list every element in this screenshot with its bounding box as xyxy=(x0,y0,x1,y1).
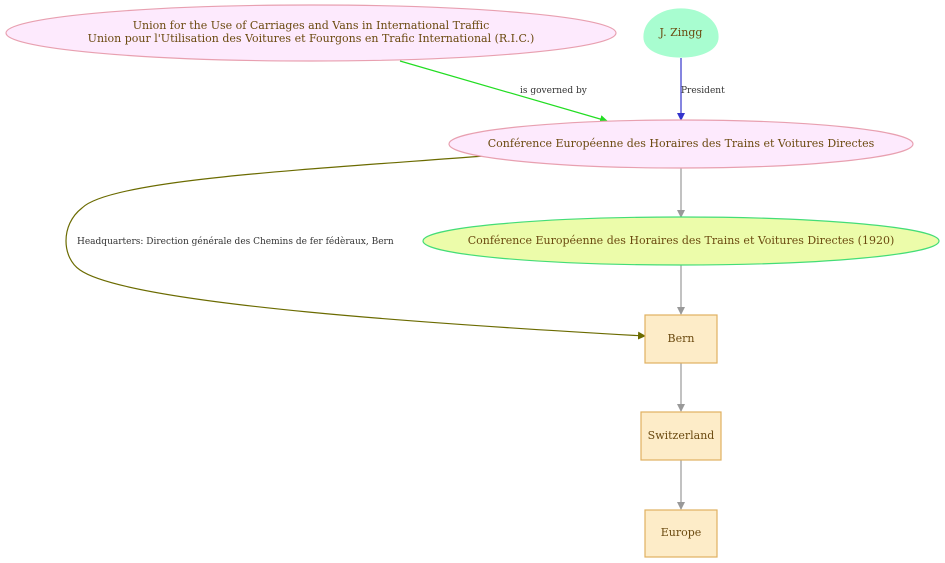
edge-president: President xyxy=(677,58,725,121)
node-conference-label: Conférence Européenne des Horaires des T… xyxy=(488,137,875,150)
node-j-zingg-label: J. Zingg xyxy=(659,26,703,39)
edge-headquarters: Headquarters: Direction générale des Che… xyxy=(65,155,646,340)
node-conference-1920[interactable]: Conférence Européenne des Horaires des T… xyxy=(422,216,940,266)
node-europe[interactable]: Europe xyxy=(644,509,718,558)
node-ric-label-fr: Union pour l'Utilisation des Voitures et… xyxy=(88,32,535,45)
node-switzerland-label: Switzerland xyxy=(648,429,715,442)
node-j-zingg[interactable]: J. Zingg xyxy=(643,8,719,58)
node-conference[interactable]: Conférence Européenne des Horaires des T… xyxy=(448,119,914,169)
node-bern-label: Bern xyxy=(668,332,695,345)
node-conference-1920-label: Conférence Européenne des Horaires des T… xyxy=(468,234,895,247)
edge-label-is-governed-by: is governed by xyxy=(520,86,588,96)
node-ric-label-en: Union for the Use of Carriages and Vans … xyxy=(133,19,490,32)
edge-label-headquarters: Headquarters: Direction générale des Che… xyxy=(77,236,394,247)
edge-label-president: President xyxy=(681,86,725,96)
node-europe-label: Europe xyxy=(661,526,702,539)
node-bern[interactable]: Bern xyxy=(644,314,718,364)
node-ric[interactable]: Union for the Use of Carriages and Vans … xyxy=(5,4,617,62)
edge-is-governed-by: is governed by xyxy=(399,60,608,123)
node-switzerland[interactable]: Switzerland xyxy=(640,411,722,461)
